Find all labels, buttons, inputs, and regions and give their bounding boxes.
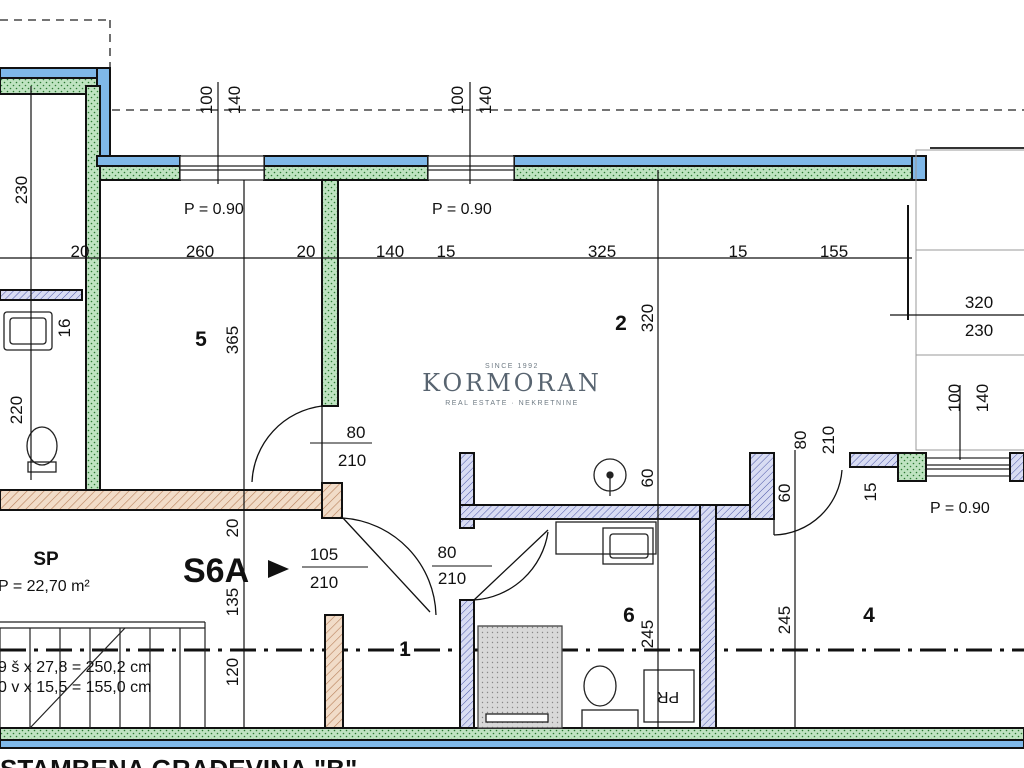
dim-v220: 220	[7, 396, 26, 424]
kormoran-logo: SINCE 1992 KORMORAN REAL ESTATE · NEKRET…	[422, 363, 602, 407]
room-number-4: 4	[863, 604, 875, 627]
window-label-1: P = 0.90	[184, 201, 244, 218]
sp-area: P = 22,70 m²	[0, 578, 90, 595]
dim-door-r4-w: 80	[791, 431, 810, 450]
dim-v120: 120	[223, 658, 242, 686]
dim-v60b: 60	[775, 484, 794, 503]
dim-h155: 155	[820, 242, 848, 261]
window-label-3: P = 0.90	[930, 500, 990, 517]
dim-balcony-bottom: 230	[965, 321, 993, 340]
dim-door-r4-h: 210	[819, 426, 838, 454]
dim-h260: 260	[186, 242, 214, 261]
dim-balcony-top: 320	[965, 293, 993, 312]
room-number-5: 5	[195, 328, 207, 351]
exterior-walls	[0, 67, 1024, 749]
dimension-lines	[0, 82, 1024, 728]
entry-door-height: 210	[310, 573, 338, 592]
dim-win3b: 140	[973, 384, 992, 412]
dim-v245b: 245	[775, 606, 794, 634]
logo-name: KORMORAN	[422, 369, 602, 397]
fixtures	[3, 311, 695, 729]
dim-win2b: 140	[476, 86, 495, 114]
dim-v16: 16	[55, 319, 74, 338]
sp-label: SP	[33, 549, 59, 570]
dim-v230: 230	[12, 176, 31, 204]
dashed-outline	[0, 19, 1024, 111]
dim-v135: 135	[223, 588, 242, 616]
entry-arrow-icon	[268, 560, 289, 578]
room-number-1: 1	[399, 638, 411, 661]
logo-since: SINCE 1992	[485, 363, 539, 370]
dim-h140: 140	[376, 242, 404, 261]
door5-height: 210	[338, 451, 366, 470]
dim-h15b: 15	[729, 242, 748, 261]
room-number-2: 2	[615, 312, 627, 335]
room-number-6: 6	[623, 604, 635, 627]
dim-v60a: 60	[638, 469, 657, 488]
dim-v20: 20	[223, 519, 242, 538]
dim-v245a: 245	[638, 620, 657, 648]
window-label-2: P = 0.90	[432, 201, 492, 218]
footer-title: STAMBENA GRAĐEVINA "B"	[0, 754, 357, 768]
dim-win2a: 100	[448, 86, 467, 114]
dim-win3a: 100	[945, 384, 964, 412]
apartment-label: S6A	[183, 552, 249, 590]
door-swings	[251, 405, 843, 616]
door6-width: 80	[438, 543, 457, 562]
laundry-label: PR	[657, 688, 679, 705]
dim-v15: 15	[861, 483, 880, 502]
dim-win1b: 140	[225, 86, 244, 114]
dim-h20b: 20	[297, 242, 316, 261]
logo-tagline: REAL ESTATE · NEKRETNINE	[445, 400, 579, 407]
window-frames	[179, 155, 1011, 477]
dim-v320: 320	[638, 304, 657, 332]
dim-h15a: 15	[437, 242, 456, 261]
stairs-line-1: 9 š x 27,8 = 250,2 cm	[0, 659, 151, 676]
dim-h325: 325	[588, 242, 616, 261]
door6-height: 210	[438, 569, 466, 588]
dim-v365: 365	[223, 326, 242, 354]
door5-width: 80	[347, 423, 366, 442]
balcony	[915, 147, 1024, 451]
entry-door-width: 105	[310, 545, 338, 564]
stairs-line-2: 0 v x 15,5 = 155,0 cm	[0, 679, 151, 696]
staircase	[0, 621, 206, 729]
dim-win1a: 100	[197, 86, 216, 114]
dim-h20a: 20	[71, 242, 90, 261]
